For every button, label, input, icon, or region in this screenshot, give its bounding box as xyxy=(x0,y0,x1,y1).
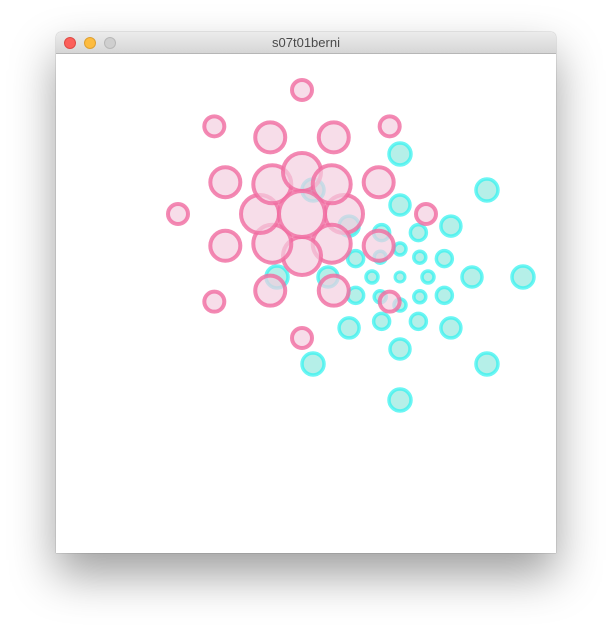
pink-outer-circle xyxy=(290,78,314,102)
cyan-circle xyxy=(474,177,500,203)
cyan-circle xyxy=(392,241,408,257)
cyan-circle xyxy=(388,337,412,361)
cyan-circle xyxy=(345,248,366,269)
cyan-circle xyxy=(408,222,429,243)
pink-outer-circle xyxy=(202,289,227,314)
minimize-button[interactable] xyxy=(84,37,96,49)
pink-outer-circle xyxy=(166,202,190,226)
pink-mid-circle xyxy=(253,120,288,155)
sketch-canvas[interactable] xyxy=(56,54,556,553)
title-bar[interactable]: s07t01berni xyxy=(56,32,556,54)
pink-mid-circle xyxy=(361,228,396,263)
sketch-drawing xyxy=(166,78,536,413)
zoom-button[interactable] xyxy=(104,37,116,49)
pink-inner-circle xyxy=(310,163,353,206)
cyan-circle xyxy=(510,264,536,290)
sketch-window: s07t01berni xyxy=(56,32,556,553)
pink-outer-circle xyxy=(414,202,438,226)
pink-outer-circle xyxy=(290,326,314,350)
pink-outer-circle xyxy=(377,114,402,139)
cyan-circle xyxy=(412,249,428,265)
cyan-circle xyxy=(408,311,429,332)
pink-center-circle xyxy=(277,189,327,239)
cyan-circle xyxy=(371,311,392,332)
cyan-circle xyxy=(434,248,455,269)
cyan-circle xyxy=(387,141,413,167)
pink-outer-circle xyxy=(202,114,227,139)
cyan-circle xyxy=(474,351,500,377)
pink-outer-circle xyxy=(377,289,402,314)
cyan-circles-layer xyxy=(264,141,536,413)
close-button[interactable] xyxy=(64,37,76,49)
cyan-circle xyxy=(439,316,463,340)
cyan-circle xyxy=(460,265,484,289)
pink-mid-circle xyxy=(316,120,351,155)
cyan-circle xyxy=(364,269,380,285)
cyan-circle xyxy=(439,214,463,238)
cyan-circle xyxy=(388,193,412,217)
pink-mid-circle xyxy=(208,165,243,200)
cyan-circle xyxy=(412,289,428,305)
pink-mid-circle xyxy=(361,165,396,200)
pink-mid-circle xyxy=(208,228,243,263)
pink-mid-circle xyxy=(253,273,288,308)
cyan-circle xyxy=(337,316,361,340)
pink-circles-layer xyxy=(166,78,438,350)
cyan-circle xyxy=(300,351,326,377)
cyan-circle xyxy=(420,269,436,285)
cyan-circle xyxy=(387,387,413,413)
pink-mid-circle xyxy=(316,273,351,308)
cyan-circle xyxy=(434,285,455,306)
window-title: s07t01berni xyxy=(272,35,340,50)
cyan-center-circle xyxy=(393,270,407,284)
